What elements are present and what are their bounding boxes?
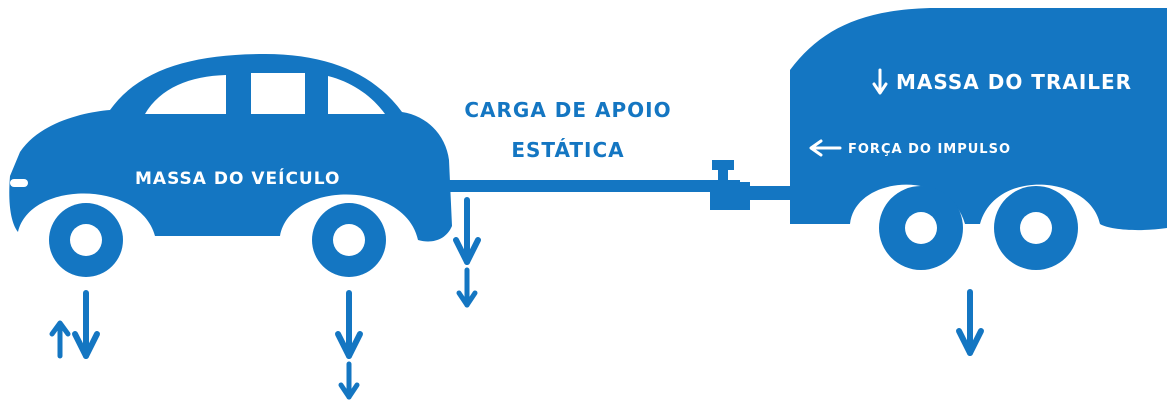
thrust-force-label: FORÇA DO IMPULSO [848,142,1011,157]
trailer-body [790,8,1167,231]
car-window-middle [251,73,305,114]
car [9,54,453,277]
arrow-left-icon [809,139,842,157]
arrow-down-icon [338,361,360,400]
drawbar [440,180,740,192]
tongue-load-label-line1: CARGA DE APOIO [464,98,671,122]
trailer-mass-label: MASSA DO TRAILER [896,70,1132,94]
arrow-down-icon [956,289,984,356]
arrow-up-icon [49,320,71,359]
hitch-mount [745,186,790,200]
arrow-down-icon [72,290,100,359]
hitch-ball-neck [718,169,728,182]
arrow-down-icon [456,267,478,308]
arrow-down-icon [872,68,888,95]
hitch-ball-top [712,160,734,170]
tongue-load-label-line2: ESTÁTICA [511,138,624,162]
trailer [790,8,1167,270]
force-arrows [49,68,984,400]
arrow-down-icon [453,197,481,265]
hitch [440,160,790,210]
arrow-down-icon [335,290,363,359]
car-window-rear [145,75,226,114]
car-window-front [328,76,385,114]
hitch-coupler [710,182,750,210]
car-headlight [10,179,28,187]
vehicle-mass-label: MASSA DO VEÍCULO [135,167,340,189]
